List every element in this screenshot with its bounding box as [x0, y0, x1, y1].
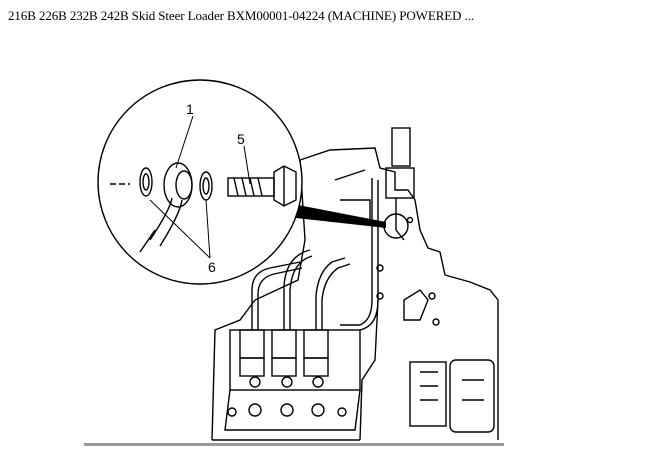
footer-divider [84, 443, 504, 446]
page-title: 216B 226B 232B 242B Skid Steer Loader BX… [8, 8, 474, 23]
engine-assembly [211, 127, 499, 441]
callout-6: 6 [208, 259, 216, 275]
detail-leader [296, 205, 386, 228]
washer-left [139, 167, 153, 197]
detail-view: 1 5 6 [97, 79, 303, 285]
banjo-bolt [227, 165, 297, 207]
injector-lines [239, 249, 351, 377]
callout-1: 1 [186, 101, 194, 117]
callout-5: 5 [237, 131, 245, 147]
